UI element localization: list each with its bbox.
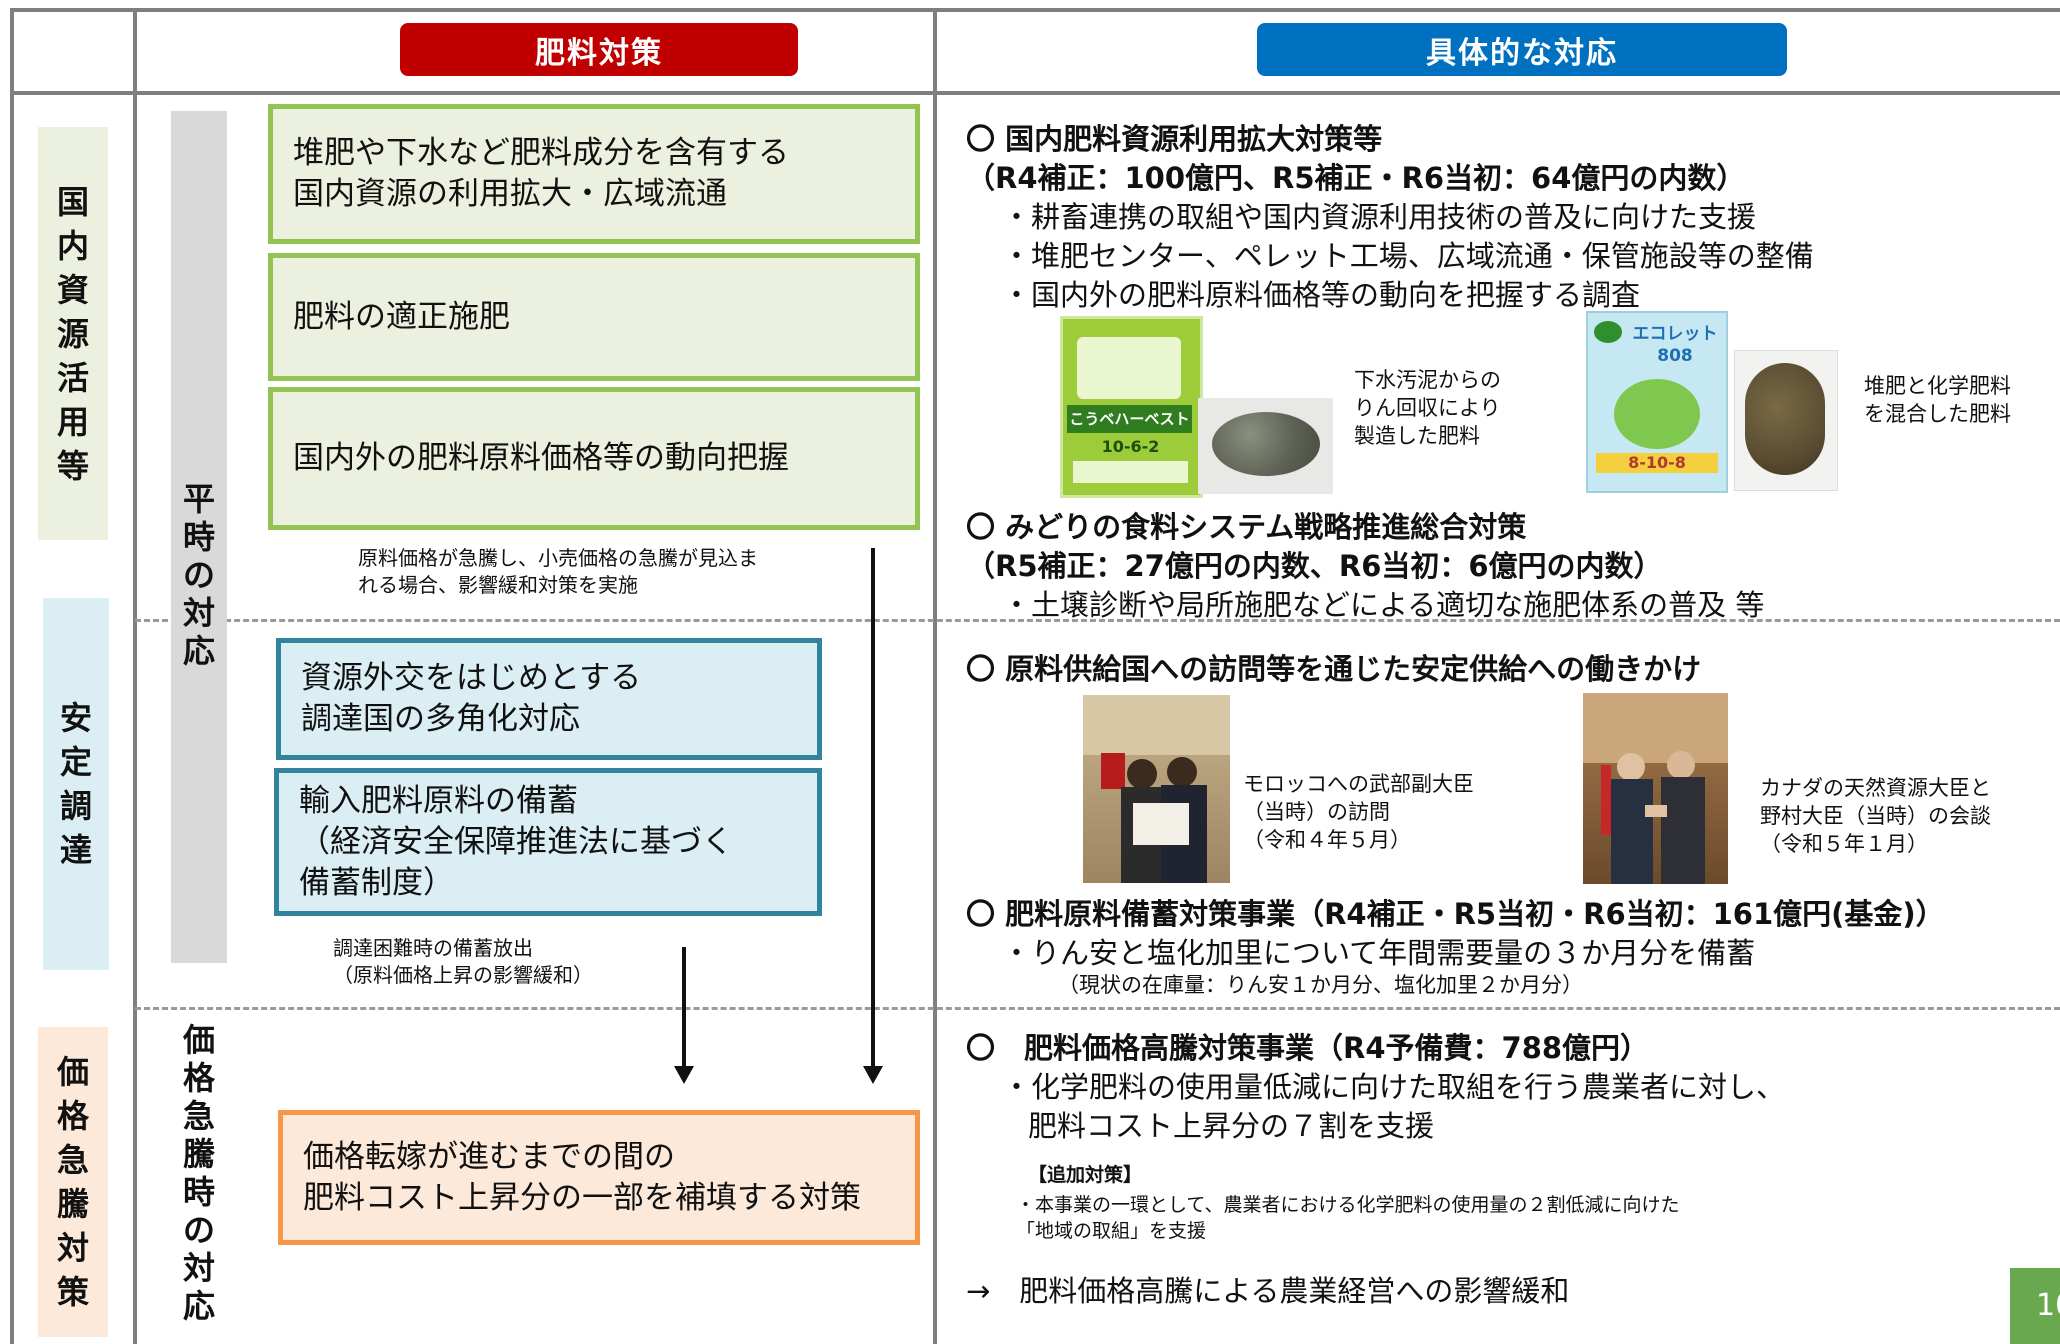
section-stockpile-title: 〇 肥料原料備蓄対策事業（R4補正・R5当初・R6当初：161億円(基金)）	[966, 897, 1945, 931]
vertical-label-char: 格	[182, 1059, 215, 1097]
mixed-fertilizer-image	[1734, 350, 1838, 491]
phase-normal-label: 平時の対応	[171, 470, 227, 680]
vertical-label-char: 価	[182, 1021, 215, 1059]
vertical-label-char: 活	[56, 358, 89, 397]
row-divider-2	[135, 1007, 2060, 1010]
vertical-label-char: 国	[56, 182, 89, 221]
section-midori-item: ・土壌診断や局所施肥などによる適切な施肥体系の普及 等	[1002, 588, 1765, 622]
vertical-label-char: 騰	[182, 1135, 215, 1173]
result-impact-mitigation: → 肥料価格高騰による農業経営への影響緩和	[966, 1274, 1570, 1308]
vertical-label-char: 平	[182, 480, 215, 518]
vertical-label-char: 対	[182, 1249, 215, 1287]
measure-resource-diplomacy: 資源外交をはじめとする 調達国の多角化対応	[276, 638, 822, 760]
section-domestic-item-3: ・国内外の肥料原料価格等の動向を把握する調査	[1002, 278, 1641, 312]
vertical-label-char: 内	[56, 226, 89, 265]
vertical-label-char: 騰	[56, 1185, 89, 1223]
caption-canada-meeting: カナダの天然資源大臣と 野村大臣（当時）の会談 （令和５年１月）	[1760, 776, 1991, 856]
section-domestic-item-2: ・堆肥センター、ペレット工場、広域流通・保管施設等の整備	[1002, 239, 1814, 273]
vertical-label-char: の	[182, 556, 215, 594]
caption-sewage-fertilizer: 下水汚泥からの りん回収により 製造した肥料	[1354, 368, 1501, 448]
bag1-name: こうベハーベスト	[1067, 405, 1192, 433]
vertical-label-char: 安	[59, 699, 92, 737]
header-concrete-response: 具体的な対応	[1257, 23, 1787, 76]
vertical-label-char: 応	[182, 1287, 215, 1325]
vertical-label-char: 急	[182, 1097, 215, 1135]
vertical-label-char: 等	[56, 446, 89, 485]
canada-meeting-photo	[1583, 693, 1728, 884]
vertical-label-char: 時	[182, 518, 215, 556]
category-domestic-resources: 国内資源活用等	[38, 127, 108, 540]
vertical-label-char: 用	[56, 402, 89, 441]
vertical-label-char: 格	[56, 1097, 89, 1135]
category-price-surge: 価格急騰対策	[38, 1027, 108, 1337]
note-stock-release: 調達困難時の備蓄放出 （原料価格上昇の影響緩和）	[333, 936, 593, 987]
page-number: 10	[2010, 1268, 2060, 1344]
section-midori-title: 〇 みどりの食料システム戦略推進総合対策	[966, 510, 1527, 544]
section-supply-visit-title: 〇 原料供給国への訪問等を通じた安定供給への働きかけ	[966, 652, 1702, 686]
vertical-label-char: 達	[59, 831, 92, 869]
section-price-surge-item-1: ・化学肥料の使用量低減に向けた取組を行う農業者に対し、	[1002, 1070, 1786, 1104]
morocco-visit-photo	[1083, 695, 1230, 883]
category-stable-procurement: 安定調達	[43, 598, 109, 970]
phase-bar-normal	[171, 111, 227, 963]
vertical-label-char: 定	[59, 743, 92, 781]
section-domestic-resources-budget: （R4補正：100億円、R5補正・R6当初：64億円の内数）	[966, 161, 1746, 195]
vertical-label-char: 資	[56, 270, 89, 309]
table-left-border	[10, 8, 14, 1344]
row-divider-1	[135, 619, 2060, 622]
vertical-label-char: 源	[56, 314, 89, 353]
section-stockpile-item: ・りん安と塩化加里について年間需要量の３か月分を備蓄	[1002, 936, 1756, 970]
vertical-label-char: 時	[182, 1173, 215, 1211]
measure-stockpiling: 輸入肥料原料の備蓄 （経済安全保障推進法に基づく 備蓄制度）	[274, 768, 822, 916]
column-divider-2	[933, 8, 937, 1344]
bag1-analysis: 10-6-2	[1101, 437, 1160, 456]
arrow-stock-to-surge	[682, 947, 686, 1067]
vertical-label-char: 調	[59, 787, 92, 825]
measure-proper-fertilization: 肥料の適正施肥	[268, 253, 920, 381]
pellet-fertilizer-image	[1198, 398, 1333, 494]
column-divider-1	[133, 8, 137, 1344]
vertical-label-char: 応	[182, 632, 215, 670]
additional-measures-title: 【追加対策】	[1028, 1164, 1143, 1186]
phase-surge-label: 価格急騰時の対応	[171, 1018, 227, 1328]
section-midori-budget: （R5補正：27億円の内数、R6当初：6億円の内数）	[966, 549, 1663, 583]
bag2-analysis: 8-10-8	[1628, 453, 1686, 472]
vertical-label-char: 対	[182, 594, 215, 632]
measure-cost-compensation: 価格転嫁が進むまでの間の 肥料コスト上昇分の一部を補填する対策	[278, 1110, 920, 1245]
vertical-label-char: 対	[56, 1229, 89, 1267]
section-domestic-item-1: ・耕畜連携の取組や国内資源利用技術の普及に向けた支援	[1002, 200, 1757, 234]
measure-domestic-resource-use: 堆肥や下水など肥料成分を含有する 国内資源の利用拡大・広域流通	[268, 104, 920, 244]
measure-price-monitoring: 国内外の肥料原料価格等の動向把握	[268, 387, 920, 530]
section-stockpile-current-stock: （現状の在庫量：りん安１か月分、塩化加里２か月分）	[1058, 973, 1583, 997]
arrow-stock-to-surge-head	[674, 1066, 694, 1084]
section-domestic-resources-title: 〇 国内肥料資源利用拡大対策等	[966, 122, 1383, 156]
section-price-surge-title: 〇 肥料価格高騰対策事業（R4予備費：788億円）	[966, 1031, 1650, 1065]
arrow-normal-to-surge	[871, 548, 875, 1067]
arrow-normal-to-surge-head	[863, 1066, 883, 1084]
fertilizer-bag-kobe-harvest-image: こうベハーベスト 10-6-2	[1060, 316, 1203, 498]
section-price-surge-item-2: 肥料コスト上昇分の７割を支援	[1028, 1109, 1435, 1143]
bag2-name: エコレット808	[1632, 324, 1718, 366]
caption-mixed-fertilizer: 堆肥と化学肥料 を混合した肥料	[1864, 374, 2011, 426]
caption-morocco-visit: モロッコへの武部副大臣 （当時）の訪問 （令和４年５月）	[1243, 772, 1474, 852]
vertical-label-char: 価	[56, 1053, 89, 1091]
additional-measures-text: ・本事業の一環として、農業者における化学肥料の使用量の２割低減に向けた 「地域の…	[1016, 1194, 1680, 1242]
page-number-text: 10	[2036, 1288, 2060, 1323]
fertilizer-bag-ecolet-image: エコレット808 8-10-8	[1586, 311, 1728, 493]
vertical-label-char: の	[182, 1211, 215, 1249]
header-fertilizer-measures: 肥料対策	[400, 23, 798, 76]
header-bottom-border	[10, 91, 2060, 95]
table-top-border	[10, 8, 2060, 12]
vertical-label-char: 急	[56, 1141, 89, 1179]
vertical-label-char: 策	[56, 1273, 89, 1311]
note-mitigation-trigger: 原料価格が急騰し、小売価格の急騰が見込ま れる場合、影響緩和対策を実施	[358, 546, 758, 597]
